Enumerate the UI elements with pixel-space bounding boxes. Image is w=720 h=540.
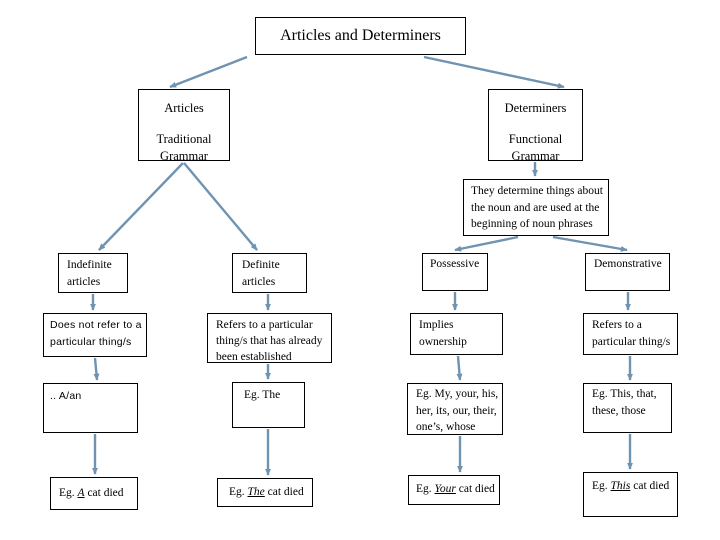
connector-articles-definite [183,162,258,251]
indefinite-examples-text: .. A/an [50,390,82,402]
connector-note-possessive [454,235,519,252]
demonstrative-sentence-node: Eg. This cat died [583,472,678,517]
definite-sentence-node: Eg. The cat died [217,478,313,507]
determiners-heading: Determiners [504,101,567,115]
diagram-title-text: Articles and Determiners [280,27,441,44]
demonstrative-examples-text: Eg. This, that, these, those [592,388,657,417]
demonstrative-description-text: Refers to a particular thing/s [592,319,671,348]
connector-possessive-examples [456,355,463,381]
indefinite-description-node: Does not refer to a particular thing/s [43,313,147,357]
possessive-description-node: Implies ownership [410,313,503,355]
indefinite-examples-node: .. A/an [43,383,138,433]
determiners-note-node: They determine things about the noun and… [463,179,609,236]
demonstrative-label: Demonstrative [594,258,662,270]
definite-examples-text: Eg. The [244,389,281,401]
definite-description-text: Refers to a particular thing/s that has … [216,319,323,364]
diagram-title: Articles and Determiners [255,17,466,55]
possessive-label: Possessive [430,258,480,270]
determiners-branch-node: Determiners Functional Grammar [488,89,583,163]
connector-title-determiners [423,55,565,89]
determiners-subheading: Functional Grammar [508,131,563,164]
possessive-sentence-node: Eg. Your cat died [408,475,500,505]
demonstrative-node: Demonstrative [585,253,670,291]
possessive-sentence-text: Eg. Your cat died [416,483,495,496]
indefinite-articles-label: Indefinite articles [67,259,112,289]
connector-articles-indefinite [98,162,184,251]
definite-sentence-text: Eg. The cat died [229,485,304,498]
indefinite-sentence-text: Eg. A cat died [59,486,124,499]
articles-subheading: Traditional Grammar [156,131,212,164]
definite-articles-label: Definite articles [242,259,280,289]
determiners-note-text: They determine things about the noun and… [471,185,603,231]
possessive-node: Possessive [422,253,488,291]
demonstrative-sentence-text: Eg. This cat died [592,480,670,492]
definite-examples-node: Eg. The [232,382,305,428]
connector-note-demonstrative [552,235,628,252]
possessive-examples-node: Eg. My, your, his, her, its, our, their,… [407,383,503,435]
indefinite-articles-node: Indefinite articles [58,253,128,293]
indefinite-sentence-node: Eg. A cat died [50,477,138,510]
possessive-description-text: Implies ownership [419,319,467,348]
articles-branch-node: Articles Traditional Grammar [138,89,230,163]
indefinite-description-text: Does not refer to a particular thing/s [50,319,142,349]
articles-heading: Articles [164,101,204,115]
connector-title-articles [169,55,248,89]
demonstrative-description-node: Refers to a particular thing/s [583,313,678,355]
connector-indefinite-examples [93,357,100,381]
definite-articles-node: Definite articles [232,253,307,293]
definite-description-node: Refers to a particular thing/s that has … [207,313,332,363]
demonstrative-examples-node: Eg. This, that, these, those [583,383,672,433]
possessive-examples-text: Eg. My, your, his, her, its, our, their,… [416,388,499,434]
